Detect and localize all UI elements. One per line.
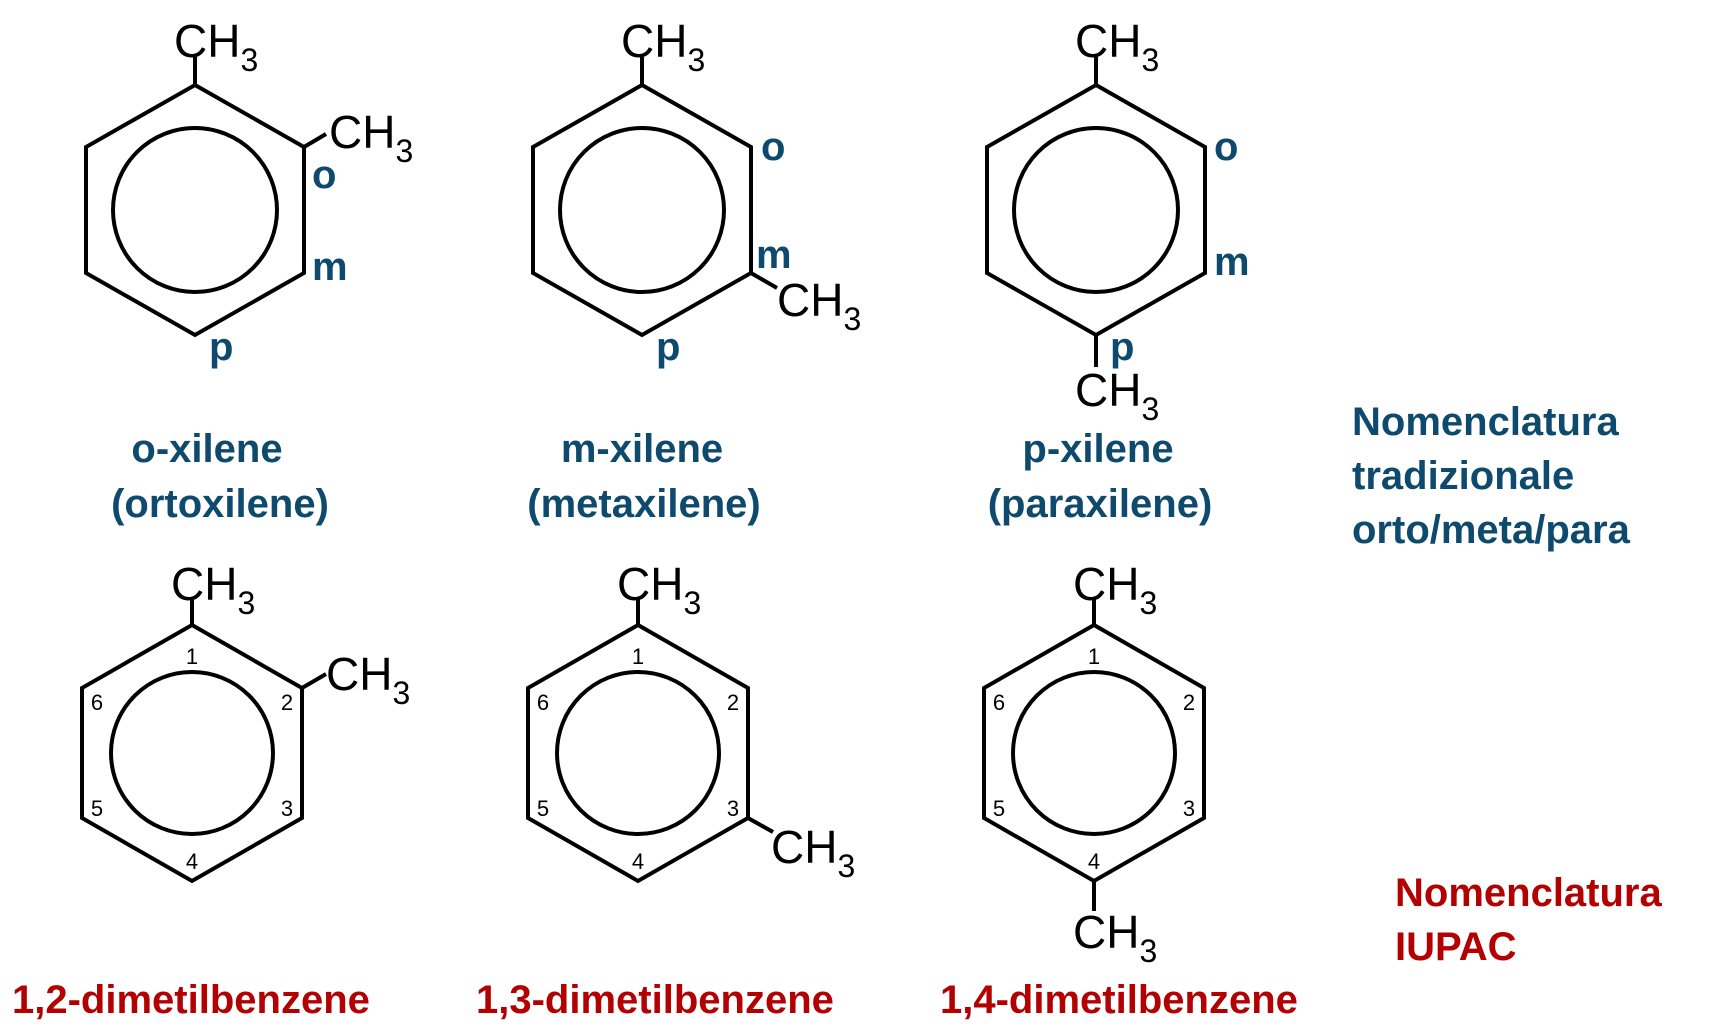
p-xylene-alt-name: (paraxilene): [988, 482, 1213, 526]
methyl-bond-2: [300, 672, 328, 690]
ring-number-3: 3: [281, 796, 293, 821]
12-dimethylbenzene-structure: CH3 CH3 1 2 3 4 5 6: [80, 558, 410, 884]
note-line-2: tradizionale: [1352, 454, 1574, 498]
note-line-2: IUPAC: [1395, 925, 1516, 969]
traditional-nomenclature-note: Nomenclatura tradizionale orto/meta/para: [1352, 400, 1631, 552]
note-line-1: Nomenclatura: [1352, 400, 1619, 444]
ring-number-2: 2: [281, 690, 293, 715]
ring-number-5: 5: [91, 796, 103, 821]
methyl-label-4: CH3: [1073, 906, 1157, 969]
ring-number-1: 1: [186, 644, 198, 669]
aromatic-ring-circle: [1011, 670, 1177, 836]
methyl-label-2: CH3: [329, 106, 413, 169]
methyl-label-4: CH3: [1075, 364, 1159, 427]
para-label: p: [1110, 325, 1134, 369]
methyl-label-3: CH3: [777, 274, 861, 337]
meta-label: m: [1214, 240, 1250, 284]
ring-number-6: 6: [91, 690, 103, 715]
methyl-bond-3: [747, 816, 774, 834]
iupac-nomenclature-note: Nomenclatura IUPAC: [1395, 871, 1662, 969]
methyl-label-1: CH3: [174, 15, 258, 78]
methyl-label-2: CH3: [326, 648, 410, 711]
methyl-label-1: CH3: [617, 558, 701, 621]
benzene-ring-hexagon: [531, 82, 753, 338]
methyl-bond-2: [302, 132, 328, 149]
ring-number-2: 2: [1183, 690, 1195, 715]
ring-number-5: 5: [537, 796, 549, 821]
methyl-label-1: CH3: [1073, 558, 1157, 621]
meta-label: m: [756, 233, 792, 277]
13-dimethylbenzene-name: 1,3-dimetilbenzene: [476, 978, 834, 1022]
o-xylene-structure: CH3 CH3 o m p: [84, 15, 413, 369]
methyl-label-3: CH3: [771, 821, 855, 884]
methyl-label-1: CH3: [1075, 15, 1159, 78]
o-xylene-name: o-xilene: [131, 427, 282, 471]
meta-label: m: [312, 245, 348, 289]
p-xylene-structure: CH3 CH3 o m p: [985, 15, 1250, 427]
m-xylene-alt-name: (metaxilene): [527, 482, 760, 526]
ring-number-1: 1: [1088, 644, 1100, 669]
aromatic-ring-circle: [555, 670, 721, 836]
aromatic-ring-circle: [558, 126, 726, 294]
aromatic-ring-circle: [111, 126, 279, 294]
benzene-ring-hexagon: [985, 82, 1207, 338]
traditional-names: o-xilene (ortoxilene) m-xilene (metaxile…: [111, 427, 1212, 526]
aromatic-ring-circle: [1012, 126, 1180, 294]
ring-number-3: 3: [1183, 796, 1195, 821]
iupac-names: 1,2-dimetilbenzene 1,3-dimetilbenzene 1,…: [12, 978, 1298, 1022]
methyl-bond-3: [750, 271, 778, 290]
m-xylene-name: m-xilene: [561, 427, 723, 471]
ring-number-3: 3: [727, 796, 739, 821]
benzene-ring-hexagon: [526, 622, 750, 884]
para-label: p: [656, 325, 680, 369]
ring-number-6: 6: [993, 690, 1005, 715]
ring-number-4: 4: [186, 849, 198, 874]
note-line-3: orto/meta/para: [1352, 508, 1631, 552]
m-xylene-structure: CH3 CH3 o m p: [531, 15, 861, 369]
ring-number-5: 5: [993, 796, 1005, 821]
ring-number-1: 1: [632, 644, 644, 669]
benzene-ring-hexagon: [84, 82, 306, 338]
methyl-label-1: CH3: [171, 558, 255, 621]
o-xylene-alt-name: (ortoxilene): [111, 482, 329, 526]
ring-number-6: 6: [537, 690, 549, 715]
13-dimethylbenzene-structure: CH3 CH3 1 2 3 4 5 6: [526, 558, 855, 884]
note-line-1: Nomenclatura: [1395, 871, 1662, 915]
ring-number-4: 4: [632, 849, 644, 874]
para-label: p: [209, 325, 233, 369]
methyl-label-1: CH3: [621, 15, 705, 78]
ortho-label: o: [312, 153, 336, 197]
ortho-label: o: [1214, 125, 1238, 169]
ring-number-4: 4: [1088, 849, 1100, 874]
14-dimethylbenzene-structure: CH3 CH3 1 2 3 4 5 6: [982, 558, 1206, 969]
12-dimethylbenzene-name: 1,2-dimetilbenzene: [12, 978, 370, 1022]
aromatic-ring-circle: [109, 670, 275, 836]
ortho-label: o: [761, 125, 785, 169]
14-dimethylbenzene-name: 1,4-dimetilbenzene: [940, 978, 1298, 1022]
p-xylene-name: p-xilene: [1022, 427, 1173, 471]
ring-number-2: 2: [727, 690, 739, 715]
